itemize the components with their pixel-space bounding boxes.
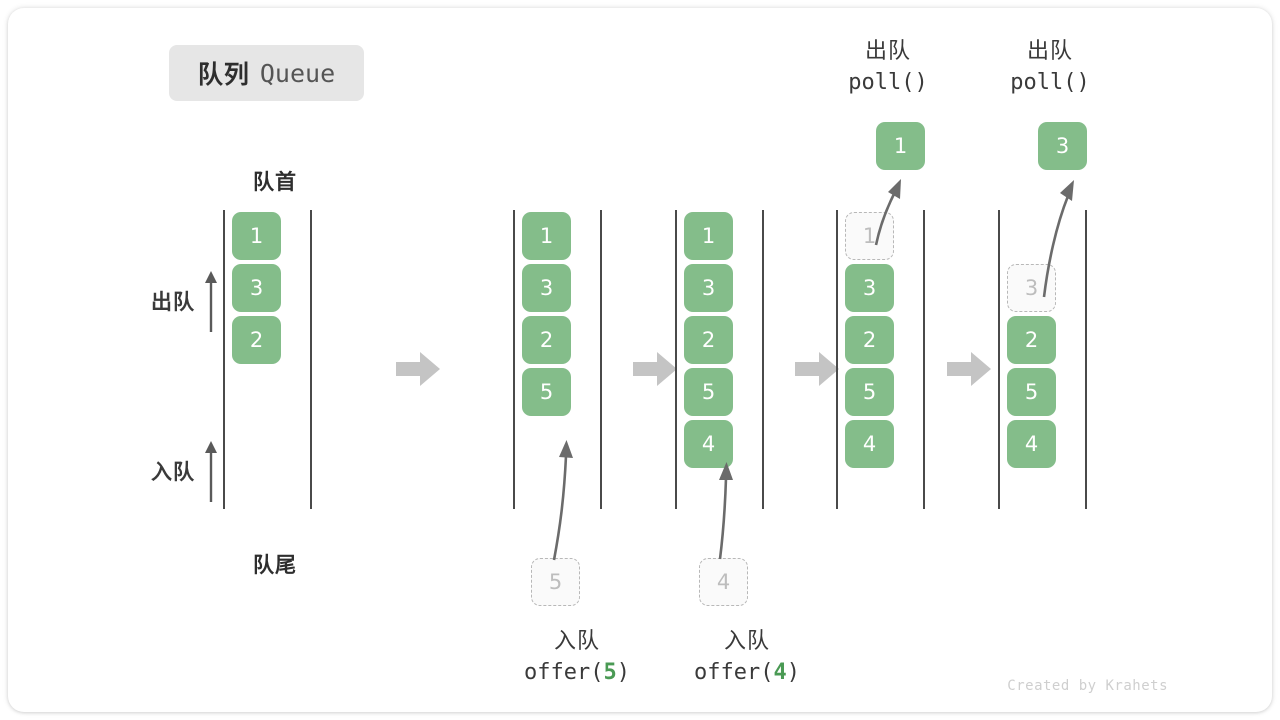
queue-tail-label: 队尾	[253, 553, 297, 577]
caption-offer-4-code: offer(4)	[632, 657, 862, 688]
queue-cell: 5	[522, 368, 571, 416]
queue-rail-left	[223, 210, 225, 509]
queue-cell: 2	[1007, 316, 1056, 364]
queue-cell-ghost: 1	[845, 212, 894, 260]
queue-column-initial: 1 3 2	[187, 8, 347, 712]
enqueue-motion-arrow-icon	[718, 462, 733, 560]
enqueue-motion-arrow-icon	[552, 440, 573, 561]
caption-offer-5-value: 5	[603, 660, 617, 686]
flow-arrow-icon	[795, 352, 839, 386]
caption-poll-1-code: poll()	[848, 70, 928, 96]
dequeue-direction-text: 出队	[151, 290, 195, 314]
queue-rail-right	[1085, 210, 1087, 509]
queue-cell: 3	[845, 264, 894, 312]
queue-column-after-offer-5: 1 3 2 5	[477, 8, 637, 712]
queue-column-after-poll-3: 3 2 5 4	[962, 8, 1122, 712]
queue-cell: 2	[232, 316, 281, 364]
queue-rail-left	[675, 210, 677, 509]
queue-cell: 3	[232, 264, 281, 312]
queue-cell: 2	[522, 316, 571, 364]
queue-rail-left	[998, 210, 1000, 509]
queue-rail-right	[762, 210, 764, 509]
popped-element: 3	[1038, 122, 1087, 170]
caption-offer-5-cn: 入队	[553, 629, 600, 654]
caption-offer-5-prefix: offer(	[524, 660, 604, 686]
popped-element: 1	[876, 122, 925, 170]
queue-rail-right	[600, 210, 602, 509]
caption-poll-1-cn: 出队	[864, 39, 911, 64]
dequeue-arrow-up-icon	[205, 271, 217, 332]
queue-cell: 2	[845, 316, 894, 364]
flow-arrow-icon	[947, 352, 991, 386]
footer-attribution: Created by Krahets	[1007, 678, 1168, 694]
caption-offer-4-suffix: )	[786, 660, 800, 686]
caption-offer-5-suffix: )	[616, 660, 630, 686]
queue-cell: 2	[684, 316, 733, 364]
caption-offer-4-cn: 入队	[723, 629, 770, 654]
diagram-title-en: Queue	[259, 58, 336, 88]
queue-rail-left	[513, 210, 515, 509]
caption-offer-4-value: 4	[773, 660, 787, 686]
queue-cell: 4	[845, 420, 894, 468]
flow-arrow-icon	[396, 352, 440, 386]
caption-offer-5-code: offer(5)	[462, 657, 692, 688]
caption-offer-4-prefix: offer(	[694, 660, 774, 686]
queue-rail-right	[923, 210, 925, 509]
incoming-element-ghost: 4	[699, 558, 748, 606]
queue-cell-ghost: 3	[1007, 264, 1056, 312]
caption-offer-5: 入队 offer(5)	[462, 626, 692, 688]
enqueue-direction-text: 入队	[151, 460, 195, 484]
diagram-canvas: 队列 Queue 队首 队尾 出队 入队 1 3 2	[8, 8, 1272, 712]
caption-poll-2-code: poll()	[1010, 70, 1090, 96]
dequeue-motion-arrow-icon	[1042, 180, 1074, 298]
queue-cell: 1	[522, 212, 571, 260]
queue-column-after-offer-4: 1 3 2 5 4	[639, 8, 799, 712]
caption-poll-2-cn: 出队	[1026, 39, 1073, 64]
queue-cell: 5	[1007, 368, 1056, 416]
diagram-title-cn: 队列	[197, 60, 250, 89]
queue-head-label: 队首	[253, 170, 297, 194]
queue-cell: 5	[845, 368, 894, 416]
dequeue-direction-label: 出队	[151, 270, 218, 332]
queue-rail-left	[836, 210, 838, 509]
queue-cell: 5	[684, 368, 733, 416]
queue-cell: 3	[522, 264, 571, 312]
incoming-element-ghost: 5	[531, 558, 580, 606]
queue-cell: 4	[684, 420, 733, 468]
queue-column-after-poll-1: 1 3 2 5 4	[800, 8, 960, 712]
enqueue-direction-label: 入队	[151, 440, 218, 502]
queue-cell: 1	[232, 212, 281, 260]
queue-cell: 4	[1007, 420, 1056, 468]
queue-rail-right	[310, 210, 312, 509]
diagram-title-badge: 队列 Queue	[169, 45, 364, 101]
caption-poll-2: 出队 poll()	[935, 36, 1165, 98]
caption-offer-4: 入队 offer(4)	[632, 626, 862, 688]
queue-cell: 3	[684, 264, 733, 312]
queue-cell: 1	[684, 212, 733, 260]
caption-poll-1: 出队 poll()	[773, 36, 1003, 98]
enqueue-arrow-up-icon	[205, 441, 217, 502]
flow-arrow-icon	[633, 352, 677, 386]
dequeue-motion-arrow-icon	[874, 179, 901, 246]
